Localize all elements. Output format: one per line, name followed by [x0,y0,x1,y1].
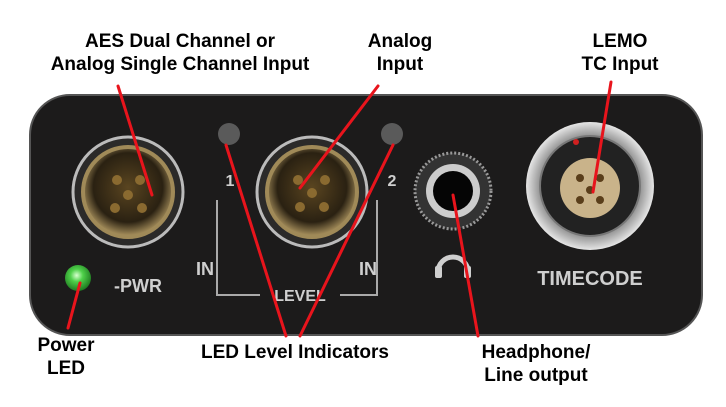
callout-headphone: Headphone/ Line output [482,341,591,387]
callout-text: LED [47,358,85,379]
callout-line-power [66,281,82,330]
callout-text: AES Dual Channel or [84,31,276,52]
lemo-connector [526,122,654,250]
power-led [65,265,91,291]
callout-power-led: Power LED [37,334,94,380]
headphone-jack [413,151,493,231]
level-led-1 [218,123,240,145]
callout-lines [66,80,613,338]
level-bracket [216,200,378,296]
level-label: LEVEL [274,288,326,305]
callout-text: Analog [367,31,433,52]
callout-line-led2 [298,143,395,338]
in-label-1: IN [196,259,214,279]
callout-text: Power [37,335,95,356]
callout-line-headphone [451,193,480,338]
level-led-2 [381,123,403,145]
callout-line-led1 [224,143,288,338]
callout-aes-input: AES Dual Channel or Analog Single Channe… [51,30,310,76]
callout-text: Analog Single Channel Input [50,54,310,75]
callout-led-level: LED Level Indicators [201,342,389,363]
channel-1-label: 1 [226,173,235,190]
callout-line-aes [116,84,154,197]
panel-body [29,94,703,336]
timecode-label: TIMECODE [537,268,643,290]
callout-lemo-input: LEMO TC Input [581,30,658,76]
callout-line-lemo [591,80,613,194]
xlr-input-2 [255,135,369,249]
callout-text: LEMO [592,31,648,52]
xlr-input-1 [71,135,185,249]
pwr-label: -PWR [114,276,162,296]
channel-2-label: 2 [388,173,397,190]
callout-analog-input: Analog Input [368,30,432,76]
in-label-2: IN [359,259,377,279]
callout-text: Headphone/ [481,342,591,363]
callout-text: Line output [484,365,588,386]
callout-text: Input [376,54,424,75]
callout-line-analog [298,84,380,190]
callout-text: TC Input [581,54,659,75]
